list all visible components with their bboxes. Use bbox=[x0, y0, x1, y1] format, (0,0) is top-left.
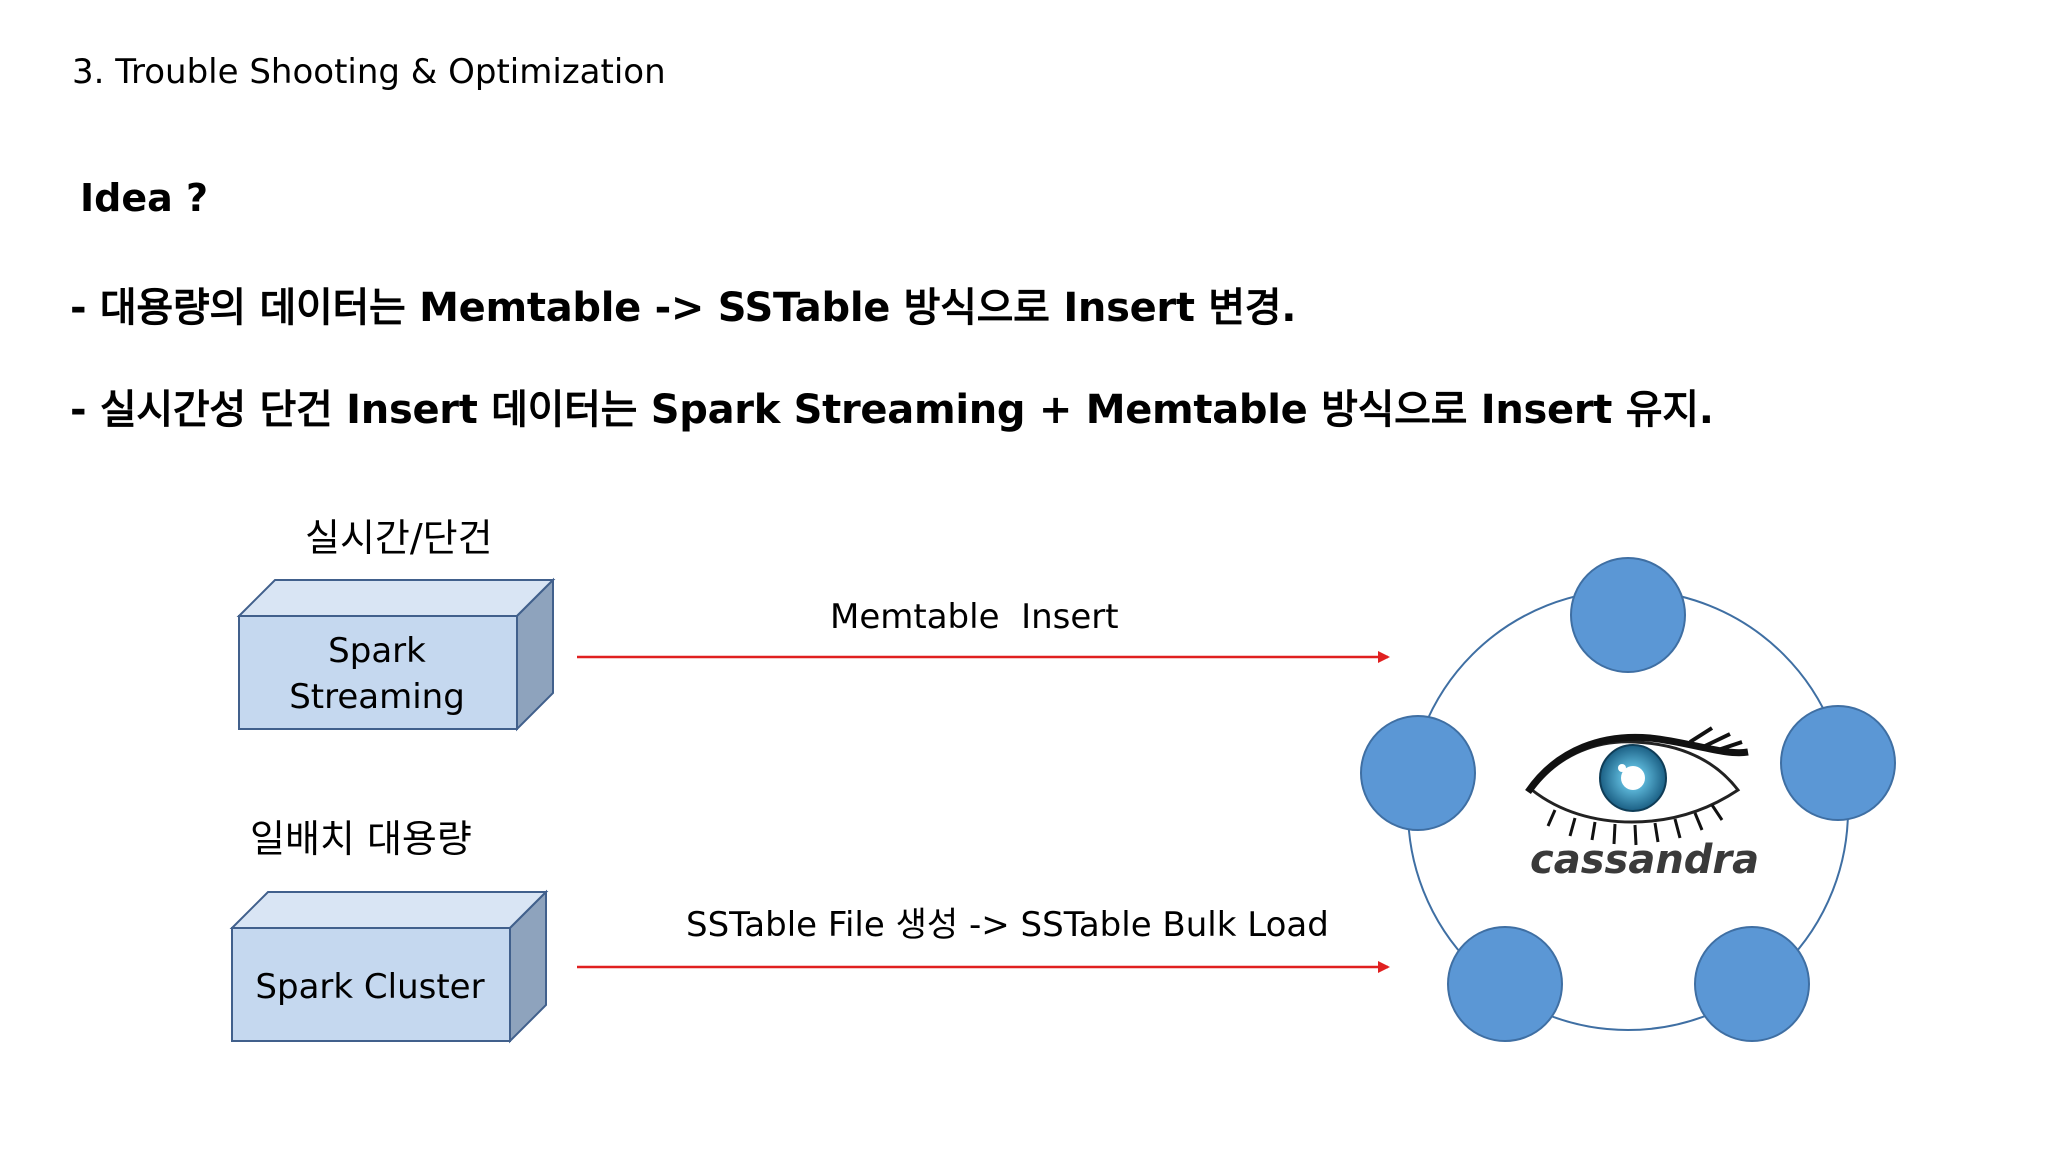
cassandra-node-top bbox=[1570, 557, 1686, 673]
sstable-bulk-load-label: SSTable File 생성 -> SSTable Bulk Load bbox=[686, 905, 1329, 945]
daily-batch-label: 일배치 대용량 bbox=[250, 817, 472, 861]
realtime-single-label: 실시간/단건 bbox=[305, 516, 493, 560]
memtable-insert-label: Memtable Insert bbox=[830, 597, 1119, 637]
spark-cluster-label: Spark Cluster bbox=[255, 967, 485, 1007]
box1-top-face bbox=[236, 579, 556, 617]
bullet-realtime-data: - 실시간성 단건 Insert 데이터는 Spark Streaming + … bbox=[70, 387, 1714, 433]
box1-front-face bbox=[238, 615, 518, 730]
spark-streaming-label: Spark Streaming bbox=[240, 628, 514, 720]
bullet-bulk-data: - 대용량의 데이터는 Memtable -> SSTable 방식으로 Ins… bbox=[70, 285, 1297, 331]
cassandra-eye-icon bbox=[1525, 726, 1749, 846]
cassandra-node-bottom-left bbox=[1447, 926, 1563, 1042]
idea-heading: Idea ? bbox=[80, 176, 209, 220]
spark-cluster-box bbox=[229, 889, 549, 1044]
spark-streaming-line2: Streaming bbox=[289, 677, 465, 717]
section-title: 3. Trouble Shooting & Optimization bbox=[72, 52, 666, 92]
cassandra-node-left bbox=[1360, 715, 1476, 831]
box2-top-face bbox=[229, 891, 549, 929]
cassandra-logo-text: cassandra bbox=[1530, 837, 1760, 883]
box2-front-face bbox=[231, 927, 511, 1042]
spark-streaming-line1: Spark bbox=[328, 631, 426, 671]
spark-streaming-box bbox=[236, 577, 556, 732]
cassandra-node-right bbox=[1780, 705, 1896, 821]
cassandra-node-bottom-right bbox=[1694, 926, 1810, 1042]
